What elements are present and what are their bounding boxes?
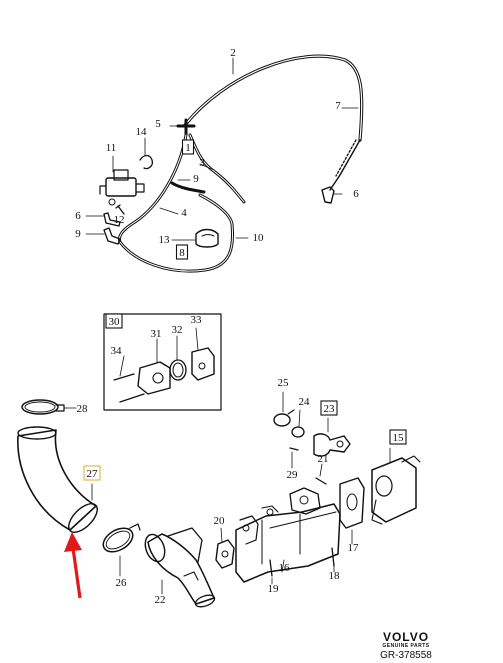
vacuum-hose-10 bbox=[118, 193, 235, 273]
callout-c22: 22 bbox=[155, 594, 166, 606]
callout-c9a: 9 bbox=[193, 173, 199, 185]
callout-c11: 11 bbox=[106, 142, 117, 154]
callout-c27: 27 bbox=[87, 468, 99, 480]
callout-c30: 30 bbox=[109, 316, 121, 328]
bolt-29 bbox=[289, 447, 299, 451]
callout-c33: 33 bbox=[191, 314, 203, 326]
fitting-elbow-right bbox=[321, 186, 335, 204]
callout-box-c27 bbox=[83, 465, 101, 481]
bolt-18 bbox=[331, 547, 335, 567]
brand-logo: VOLVO bbox=[382, 630, 430, 644]
hose-clamp-28 bbox=[21, 399, 65, 415]
egr-cooler bbox=[235, 487, 341, 583]
callout-box-c8 bbox=[175, 244, 189, 260]
gasket-17 bbox=[339, 477, 365, 529]
elbow-9-left bbox=[103, 227, 121, 245]
egr-valve-15 bbox=[371, 455, 421, 525]
clamp-25 bbox=[273, 409, 295, 427]
hose-clamp-26 bbox=[102, 523, 141, 553]
callout-c15: 15 bbox=[393, 432, 405, 444]
callout-c23: 23 bbox=[324, 403, 336, 415]
egr-pipe-23 bbox=[313, 433, 351, 457]
callout-c1: 1 bbox=[185, 142, 191, 154]
bolt-34b bbox=[119, 393, 145, 403]
callout-c31: 31 bbox=[151, 328, 162, 340]
callout-c10: 10 bbox=[253, 232, 265, 244]
bolt-34a bbox=[113, 373, 135, 381]
callout-c6a: 6 bbox=[353, 188, 359, 200]
clip-14 bbox=[139, 154, 154, 170]
callout-c21: 21 bbox=[318, 453, 329, 465]
callout-c32: 32 bbox=[172, 324, 183, 336]
bolt-21 bbox=[315, 477, 327, 485]
bolt-19 bbox=[269, 559, 273, 577]
callout-c20: 20 bbox=[214, 515, 226, 527]
flange-33 bbox=[191, 347, 215, 381]
callout-c17: 17 bbox=[348, 542, 360, 554]
callout-c8: 8 bbox=[179, 247, 185, 259]
callout-c12: 12 bbox=[114, 214, 125, 226]
throttle-housing-31 bbox=[137, 361, 171, 395]
callout-box-c1 bbox=[181, 139, 195, 155]
callout-c18: 18 bbox=[329, 570, 341, 582]
solenoid-valve bbox=[99, 169, 145, 206]
callout-box-c23 bbox=[320, 400, 338, 416]
elbow-6-left bbox=[103, 212, 121, 227]
seal-24 bbox=[291, 426, 305, 438]
callout-c24: 24 bbox=[299, 396, 311, 408]
callout-c16: 16 bbox=[279, 562, 291, 574]
inset-box-30 bbox=[103, 313, 222, 411]
red-arrow-indicator bbox=[64, 532, 82, 599]
callout-c6b: 6 bbox=[75, 210, 81, 222]
gasket-32 bbox=[169, 359, 187, 381]
vacuum-hose-9 bbox=[170, 181, 206, 194]
callout-box-c15 bbox=[389, 429, 407, 445]
callout-c9b: 9 bbox=[75, 228, 81, 240]
callout-c7: 7 bbox=[335, 100, 341, 112]
callout-c5: 5 bbox=[155, 118, 161, 130]
callout-c28: 28 bbox=[77, 403, 89, 415]
diagram-reference: GR-378558 bbox=[380, 650, 432, 661]
bracket-13 bbox=[195, 228, 219, 248]
callout-c13: 13 bbox=[159, 234, 171, 246]
callout-c2: 2 bbox=[230, 47, 236, 59]
charge-air-hose-27 bbox=[17, 429, 97, 531]
t-connector bbox=[176, 118, 196, 136]
callout-c3: 3 bbox=[199, 157, 205, 169]
vacuum-hose-end bbox=[329, 139, 361, 191]
callout-c14: 14 bbox=[136, 126, 148, 138]
intake-pipe-22 bbox=[144, 527, 216, 608]
callout-c29: 29 bbox=[287, 469, 299, 481]
callout-c26: 26 bbox=[116, 577, 128, 589]
callout-c19: 19 bbox=[268, 583, 280, 595]
brand-subtitle: GENUINE PARTS bbox=[382, 643, 430, 649]
callout-box-c30 bbox=[105, 313, 123, 329]
gasket-20 bbox=[215, 539, 235, 569]
callout-c34: 34 bbox=[111, 345, 123, 357]
screw-12 bbox=[115, 204, 125, 215]
callout-c4: 4 bbox=[181, 207, 187, 219]
callout-c25: 25 bbox=[278, 377, 290, 389]
